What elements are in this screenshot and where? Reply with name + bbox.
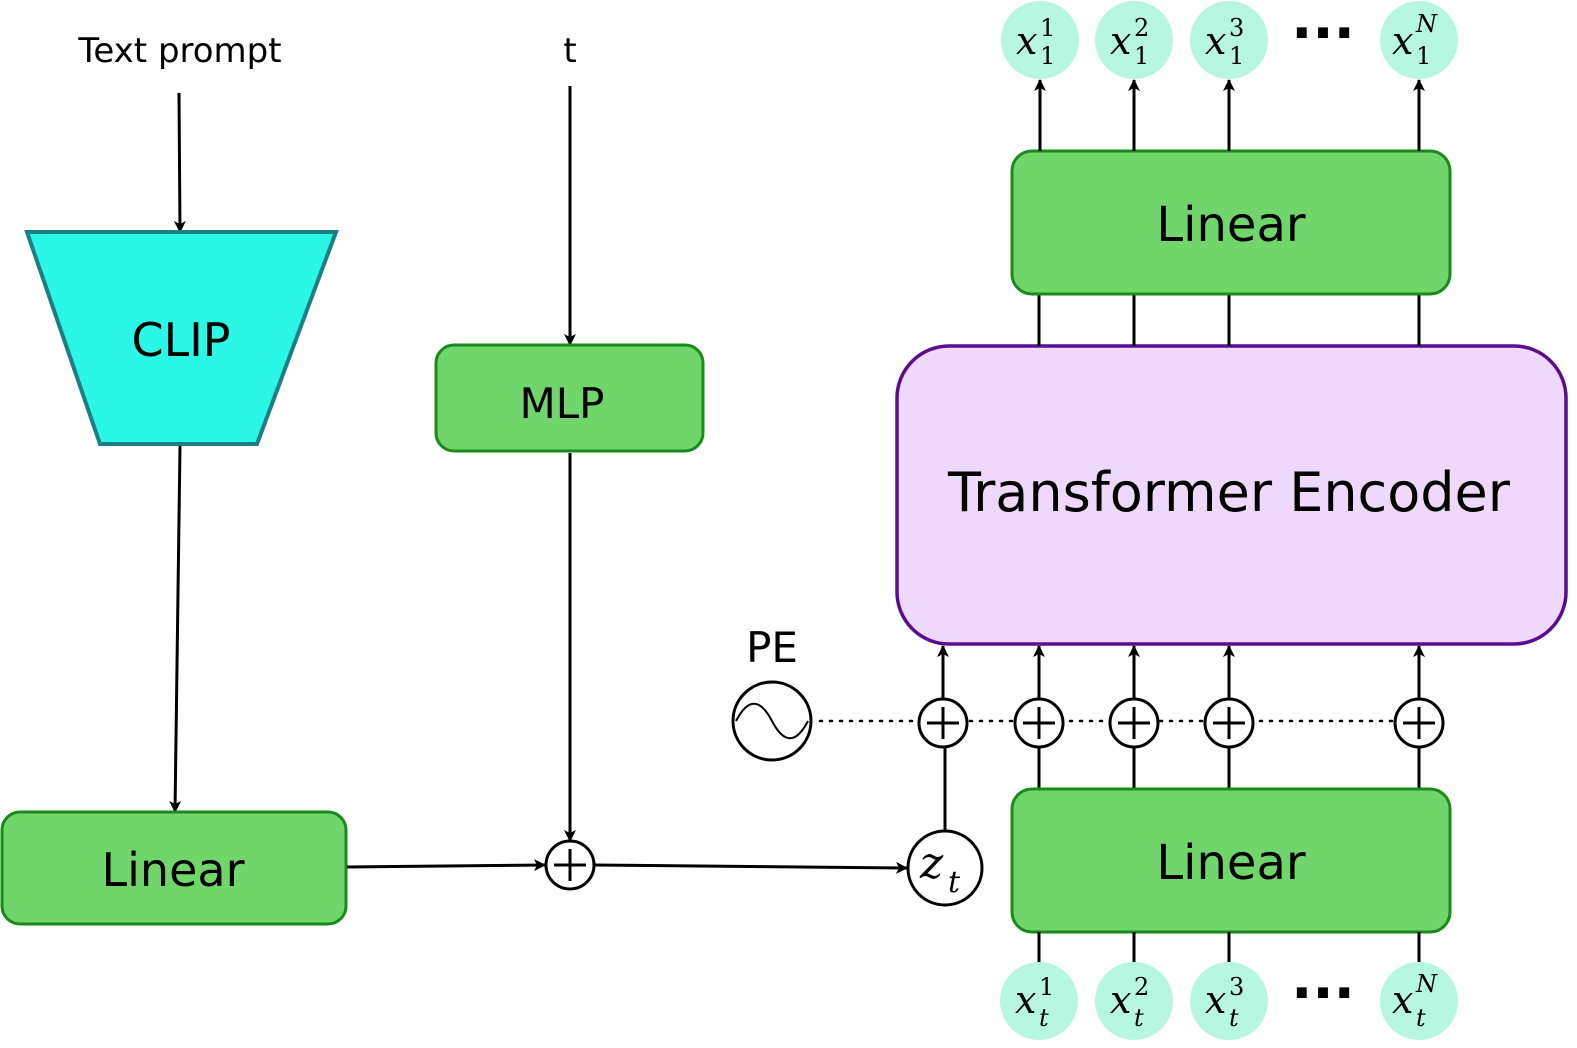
latent-zt-node: z t [906,829,984,907]
t-label: t [563,31,576,71]
svg-text:1: 1 [1039,973,1054,1001]
latent-t-subscript: t [948,865,961,900]
clip-encoder-block [24,230,339,446]
wires-inputs-to-linear [1037,932,1421,962]
wires-linear-to-add [1037,747,1421,789]
svg-text:N: N [1415,10,1438,38]
arrows-linear-to-outputs [1034,79,1425,151]
svg-text:t: t [1134,1004,1144,1032]
svg-text:3: 3 [1229,973,1244,1001]
arrow-prompt-to-clip [173,92,186,233]
arrow-linear-to-sum [346,859,546,872]
pe-sine-icon [731,680,813,762]
svg-text:1: 1 [1229,42,1244,70]
svg-text:1: 1 [1134,42,1149,70]
clip-label: CLIP [131,313,230,367]
svg-text:1: 1 [1040,14,1055,42]
svg-text:x: x [1392,978,1413,1022]
text-prompt-label: Text prompt [77,31,281,71]
sum-node [544,839,596,891]
mlp-label: MLP [520,379,605,428]
output-token-2: x 2 1 [1095,1,1173,79]
noisy-token-1: x 1 t [1000,962,1078,1040]
svg-text:t: t [1229,1004,1239,1032]
svg-text:t: t [1416,1004,1426,1032]
svg-text:x: x [1110,19,1131,63]
add-node-latent [917,697,969,749]
svg-text:x: x [1205,19,1226,63]
svg-text:2: 2 [1134,973,1149,1001]
wires-transformer-to-linear [1037,294,1421,346]
svg-text:1: 1 [1040,42,1055,70]
noisy-token-n: x N t [1380,962,1458,1040]
add-node-1 [1013,697,1065,749]
svg-text:1: 1 [1416,42,1431,70]
output-token-3: x 3 1 [1190,1,1268,79]
arrow-clip-to-linear [169,445,182,813]
output-token-1: x 1 1 [1001,1,1079,79]
noisy-token-2: x 2 t [1095,962,1173,1040]
add-node-3 [1203,697,1255,749]
transformer-encoder-block [895,344,1568,646]
noisy-ellipsis: ··· [1291,961,1355,1026]
svg-text:N: N [1415,970,1438,998]
svg-text:x: x [1016,19,1037,63]
noisy-token-3: x 3 t [1190,962,1268,1040]
pe-label: PE [746,623,798,672]
linear-top-label: Linear [1156,197,1305,253]
transformer-encoder-label: Transformer Encoder [947,461,1511,524]
add-nodes [917,697,1445,749]
svg-text:3: 3 [1229,14,1244,42]
arrow-sum-to-latent [593,861,908,874]
linear-left-block [0,810,348,926]
linear-top-block [1010,149,1452,296]
svg-text:x: x [1392,19,1413,63]
output-token-n: x N 1 [1380,1,1458,79]
latent-z-symbol: z [919,838,944,889]
linear-bottom-block [1010,787,1452,934]
add-node-n [1393,697,1445,749]
svg-text:x: x [1205,978,1226,1022]
linear-left-label: Linear [102,843,245,897]
svg-text:2: 2 [1134,14,1149,42]
add-node-2 [1108,697,1160,749]
svg-text:t: t [1039,1004,1049,1032]
arrows-add-to-transformer [937,645,1425,699]
svg-text:x: x [1110,978,1131,1022]
linear-bottom-label: Linear [1156,835,1305,891]
output-ellipsis: ··· [1291,1,1355,66]
svg-text:x: x [1015,978,1036,1022]
mlp-block [434,343,705,453]
